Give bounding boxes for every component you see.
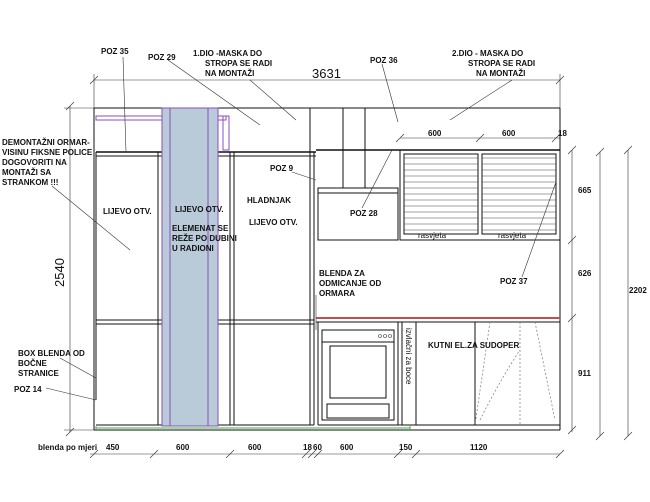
demont-line5: STRANKOM !!!	[2, 178, 58, 187]
total-width-dimension: 3631	[89, 66, 565, 108]
bottom-dimensions: 450 600 600 18 60 600 150 1120 blenda po…	[38, 443, 565, 459]
total-width-label: 3631	[312, 66, 341, 81]
rasvjeta-1: rasvjeta	[418, 231, 447, 240]
mask1-line2: STROPA SE RADI	[205, 59, 272, 68]
poz37-label: POZ 37	[500, 277, 528, 286]
upper-dimensions: 600 600 18	[395, 129, 567, 143]
right-dimensions: 665 626 911 2202	[567, 145, 647, 441]
dim-bottom-5: 60	[313, 443, 322, 452]
element-line2: REŽE PO DUBINI	[172, 234, 237, 243]
height-label: 2540	[52, 258, 67, 287]
mask2-line2: STROPA SE RADI	[468, 59, 535, 68]
dim-bottom-2: 600	[176, 443, 190, 452]
dim-bottom-1: 450	[106, 443, 120, 452]
demont-line2: VISINU FIKSNE POLICE	[2, 148, 93, 157]
element-line1: ELEMENAT SE	[172, 224, 229, 233]
dim-bottom-8: 1120	[470, 443, 488, 452]
mask1-line1: 1.DIO -MASKA DO	[193, 49, 262, 58]
blenda-line1: BLENDA ZA	[319, 269, 365, 278]
poz29-label: POZ 29	[148, 53, 176, 62]
dim-top-2: 600	[502, 129, 516, 138]
roller-shutters	[404, 157, 556, 231]
dim-bottom-7: 150	[399, 443, 413, 452]
blenda-line2: ODMICANJE OD	[319, 279, 381, 288]
kutni-label: KUTNI EL.ZA SUDOPER	[428, 341, 519, 350]
lijevo-otv-2: LIJEVO OTV.	[175, 205, 224, 214]
demont-line3: DOGOVORITI NA	[2, 158, 67, 167]
box-line2: BOČNE	[18, 359, 48, 368]
mask1-line3: NA MONTAŽI	[205, 69, 254, 78]
demont-line4: MONTAŽI SA	[2, 168, 51, 177]
upper-cabinets	[316, 149, 561, 241]
blenda-line3: ORMARA	[319, 289, 355, 298]
dim-bottom-6: 600	[340, 443, 354, 452]
poz36-label: POZ 36	[370, 56, 398, 65]
dim-bottom-4: 18	[303, 443, 312, 452]
poz9-label: POZ 9	[270, 164, 294, 173]
height-dimension: 2540	[52, 101, 94, 437]
cut-element	[161, 107, 219, 427]
dim-right-1: 665	[578, 186, 592, 195]
box-line3: STRANICE	[18, 369, 60, 378]
mask2-line1: 2.DIO - MASKA DO	[452, 49, 523, 58]
dim-right-3: 911	[578, 369, 591, 378]
lijevo-otv-1: LIJEVO OTV.	[103, 207, 152, 216]
annotations: POZ 35 POZ 29 1.DIO -MASKA DO STROPA SE …	[2, 47, 535, 394]
box-line1: BOX BLENDA OD	[18, 349, 85, 358]
dim-right-2: 626	[578, 269, 592, 278]
rasvjeta-2: rasvjeta	[498, 231, 527, 240]
lijevo-otv-3: LIJEVO OTV.	[249, 218, 298, 227]
blenda-po-mjeri: blenda po mjeri	[38, 443, 97, 452]
mask2-line3: NA MONTAŽI	[476, 69, 525, 78]
cooker-hood	[317, 107, 399, 241]
dim-top-1: 600	[428, 129, 442, 138]
dim-top-3: 18	[558, 129, 567, 138]
poz28-label: POZ 28	[350, 209, 378, 218]
dim-right-total: 2202	[629, 286, 647, 295]
dim-bottom-3: 600	[248, 443, 262, 452]
poz35-label: POZ 35	[101, 47, 129, 56]
base-units	[316, 317, 561, 426]
poz14-label: POZ 14	[14, 385, 42, 394]
element-line3: U RADIONI	[172, 244, 214, 253]
hladnjak-label: HLADNJAK	[247, 196, 291, 205]
leader-lines	[45, 56, 557, 401]
demont-line1: DEMONTAŽNI ORMAR-	[2, 138, 90, 147]
izvlacni-label: izvlačni za boce	[404, 328, 413, 385]
